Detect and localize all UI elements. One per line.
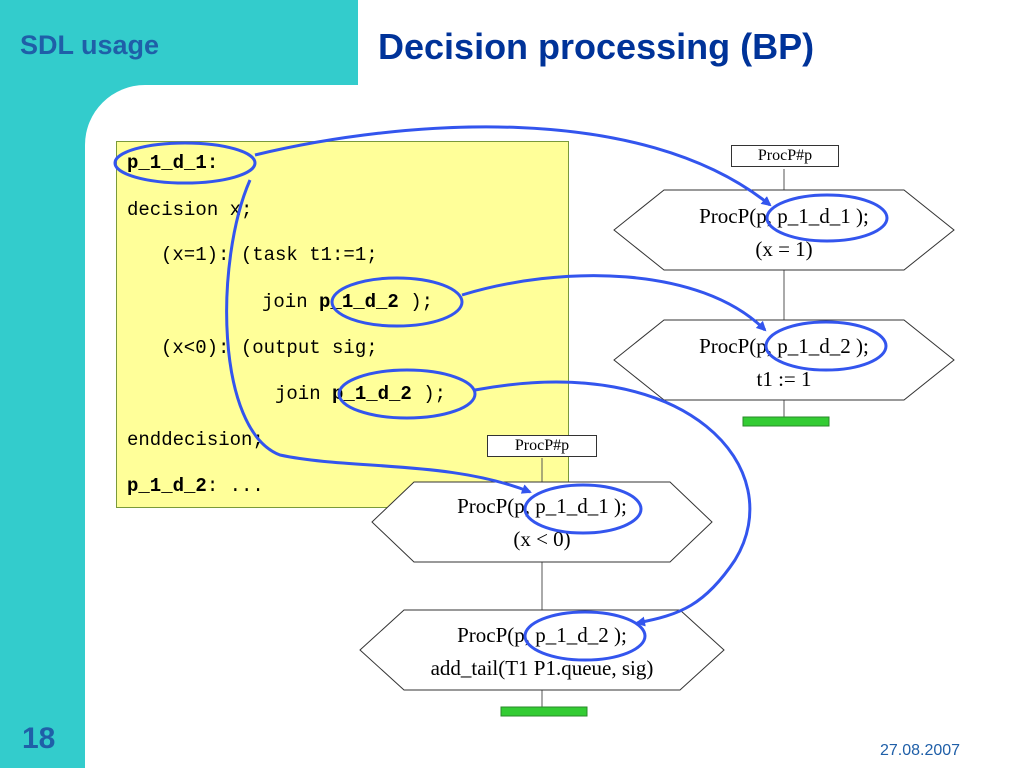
link-arrow (474, 380, 752, 627)
decision-hexagon-left-2 (359, 609, 725, 691)
highlight-ellipse (330, 276, 464, 328)
footer-date: 27.08.2007 (880, 742, 961, 759)
section-title: SDL usage (20, 30, 160, 60)
link-arrow (225, 179, 532, 494)
hex-line: ProcP(p, p_1_d_2 ); (457, 623, 627, 647)
highlight-ellipse (113, 141, 257, 185)
right-block-1-text: ProcP(p, p_1_d_1 ); (x = 1) (624, 200, 944, 266)
join-keyword: join (262, 291, 320, 313)
link-arrow (461, 274, 767, 332)
code-suffix: ); (411, 383, 447, 405)
join-label: p_1_d_2 (332, 383, 412, 405)
hex-line: ProcP(p, p_1_d_1 ); (699, 204, 869, 228)
code-line-8: p_1_d_2: ... (127, 475, 264, 497)
code-line-3: (x=1): (task t1:=1; (161, 244, 378, 266)
terminator-bar-left (500, 706, 588, 717)
code-line-1: p_1_d_1: (127, 152, 218, 174)
code-line-4: join p_1_d_2 ); (262, 291, 433, 313)
code-suffix: ); (398, 291, 434, 313)
label-p-1-d-2: p_1_d_2 (127, 475, 207, 497)
terminator-bar-right (742, 416, 830, 427)
code-suffix: : ... (206, 475, 264, 497)
procedure-tag-right: ProcP#p (731, 145, 839, 167)
highlight-ellipse (523, 610, 647, 662)
code-line-6: join p_1_d_2 ); (275, 383, 446, 405)
link-arrow (254, 125, 772, 207)
highlight-ellipse (337, 368, 477, 420)
hex-line: t1 := 1 (756, 367, 812, 391)
code-colon: : (206, 152, 219, 174)
decision-hexagon-left-1 (371, 481, 713, 563)
join-keyword: join (275, 383, 333, 405)
hex-line: (x = 1) (755, 237, 813, 261)
code-line-7: enddecision; (127, 429, 264, 451)
highlight-ellipse (764, 320, 888, 372)
procedure-tag-left: ProcP#p (487, 435, 597, 457)
slide-title: Decision processing (BP) (378, 26, 815, 67)
highlight-ellipse (523, 483, 643, 535)
hex-line: ProcP(p, p_1_d_2 ); (699, 334, 869, 358)
join-label: p_1_d_2 (319, 291, 399, 313)
hex-line: ProcP(p, p_1_d_1 ); (457, 494, 627, 518)
page-number: 18 (22, 722, 56, 755)
label-p-1-d-1: p_1_d_1 (127, 152, 207, 174)
right-block-2-text: ProcP(p, p_1_d_2 ); t1 := 1 (624, 330, 944, 396)
code-line-5: (x<0): (output sig; (161, 337, 378, 359)
highlight-ellipse (765, 193, 889, 243)
decision-hexagon-right-1 (613, 189, 955, 271)
